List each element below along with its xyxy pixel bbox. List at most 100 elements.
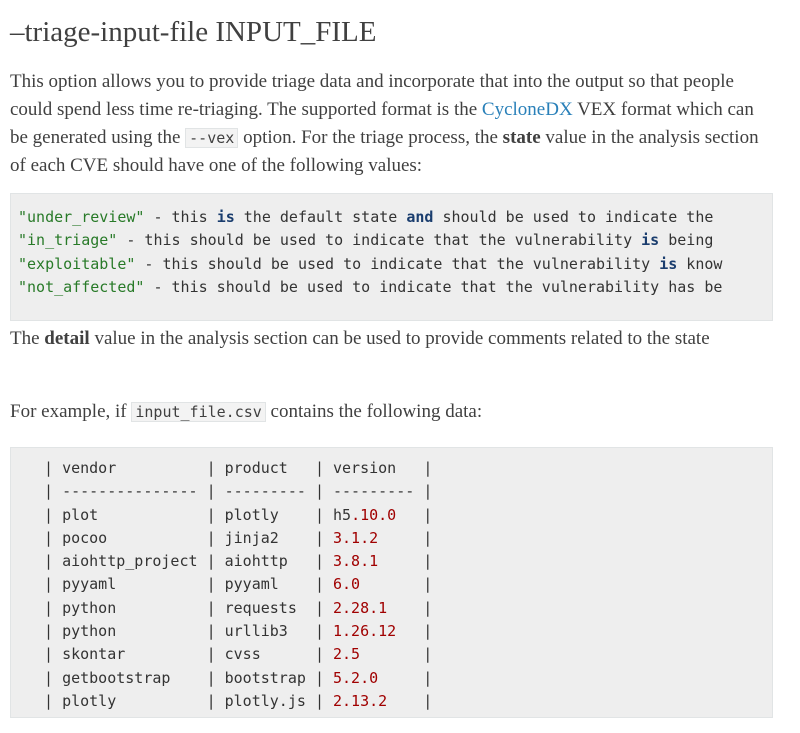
table-row: | python | requests | 2.28.1 | [44,599,432,617]
table-cell-product: aiohttp [224,552,315,571]
table-pipe: | [206,459,225,477]
table-pipe: | [314,691,333,710]
table-cell-version: 2.13.2 [333,691,388,710]
table-separator-row: | --------------- | --------- | --------… [44,482,432,500]
detail-bold: detail [44,328,90,349]
table-pipe: | [206,645,225,664]
table-cell-product: requests [224,598,315,617]
table-cell-product: plotly [224,505,315,524]
state-line: "under_review" - this is the default sta… [18,208,713,226]
table-cell-product: product [224,459,315,477]
section-heading: –triage-input-file INPUT_FILE [10,16,377,48]
table-cell-vendor: getbootstrap [62,668,207,687]
table-pipe: | [206,668,225,687]
table-row: | pocoo | jinja2 | 3.1.2 | [44,529,432,547]
state-text: - this [144,208,217,226]
csv-table-code-block: | vendor | product | version | | -------… [10,447,773,718]
intro-text-1: This option allows you to provide triage… [10,71,734,120]
table-row: | plot | plotly | h5.10.0 | [44,506,432,524]
table-cell-vendor: --------------- [62,482,207,501]
table-pipe: | [423,482,433,501]
table-row: | skontar | cvss | 2.5 | [44,645,432,663]
table-pipe: | [206,691,225,710]
csv-table-code: | vendor | product | version | | -------… [11,448,772,713]
table-row: | aiohttp_project | aiohttp | 3.8.1 | [44,552,432,570]
table-pipe: | [44,645,63,664]
detail-paragraph: The detail value in the analysis section… [10,325,773,353]
table-cell-version: .10.0 [351,505,397,524]
table-pipe: | [314,575,333,594]
table-row: | getbootstrap | bootstrap | 5.2.0 | [44,669,432,687]
table-pipe: | [44,505,63,524]
state-keyword: is [659,254,678,273]
table-pipe: | [44,622,63,641]
intro-text-3: option. For the triage process, the [238,127,503,148]
state-line: "not_affected" - this should be used to … [18,278,722,296]
table-pipe: | [423,459,433,477]
state-text: the default state [234,208,407,226]
table-cell-product: cvss [224,645,315,664]
table-pipe: | [396,505,433,524]
table-cell-version: 2.28.1 [333,598,388,617]
table-pipe: | [206,505,225,524]
table-pipe: | [206,528,225,547]
table-cell-version-prefix: h5 [333,505,352,524]
table-cell-version: 2.5 [333,645,361,664]
table-pipe: | [206,598,225,617]
table-cell-product: urllib3 [224,622,315,641]
detail-text-1: The [10,328,45,349]
table-pipe: | [44,459,63,477]
table-pipe: | [378,552,433,571]
state-text: being [659,231,714,250]
table-cell-version: 1.26.12 [333,622,397,641]
table-pipe: | [387,691,433,710]
table-cell-product: pyyaml [224,575,315,594]
table-row: | pyyaml | pyyaml | 6.0 | [44,575,432,593]
table-row: | python | urllib3 | 1.26.12 | [44,622,432,640]
example-paragraph: For example, if input_file.csv contains … [10,398,773,426]
input-file-code: input_file.csv [131,402,266,422]
states-code-block: "under_review" - this is the default sta… [10,193,773,321]
table-cell-vendor: vendor [62,459,207,477]
table-cell-vendor: python [62,598,207,617]
state-text: - this should be used to indicate that t… [117,231,642,250]
table-pipe: | [44,552,63,571]
example-text-2: contains the following data: [265,401,483,422]
state-keyword: is [216,208,235,226]
table-pipe: | [378,668,433,687]
state-text: should be used to indicate the [433,208,714,226]
intro-text-2: VEX format which can be generated using … [10,99,754,148]
table-pipe: | [314,598,333,617]
vex-option-code: --vex [185,128,239,148]
table-cell-product: jinja2 [224,528,315,547]
table-cell-version: version [333,459,424,477]
intro-paragraph: This option allows you to provide triage… [10,68,773,180]
table-cell-version: 3.1.2 [333,528,379,547]
table-pipe: | [314,668,333,687]
table-cell-vendor: plotly [62,691,207,710]
table-pipe: | [44,691,63,710]
cyclonedx-link[interactable]: CycloneDX [481,99,573,120]
table-pipe: | [206,622,225,641]
table-cell-product: bootstrap [224,668,315,687]
state-bold: state [502,127,541,148]
table-pipe: | [314,482,333,501]
state-keyword: and [406,208,434,226]
state-value: "under_review" [18,208,145,226]
table-pipe: | [378,528,433,547]
table-cell-product: --------- [224,482,315,501]
table-cell-version: 6.0 [333,575,361,594]
table-cell-vendor: pocoo [62,528,207,547]
table-cell-vendor: aiohttp_project [62,552,207,571]
state-value: "exploitable" [18,254,136,273]
table-cell-version: 5.2.0 [333,668,379,687]
state-text: - this should be used to indicate that t… [144,277,723,296]
example-text-1: For example, if [10,401,132,422]
detail-text-2: value in the analysis section can be use… [89,328,710,349]
state-text: - this should be used to indicate that t… [135,254,660,273]
table-pipe: | [314,528,333,547]
table-pipe: | [44,528,63,547]
table-pipe: | [314,505,333,524]
table-pipe: | [314,645,333,664]
table-pipe: | [360,575,433,594]
